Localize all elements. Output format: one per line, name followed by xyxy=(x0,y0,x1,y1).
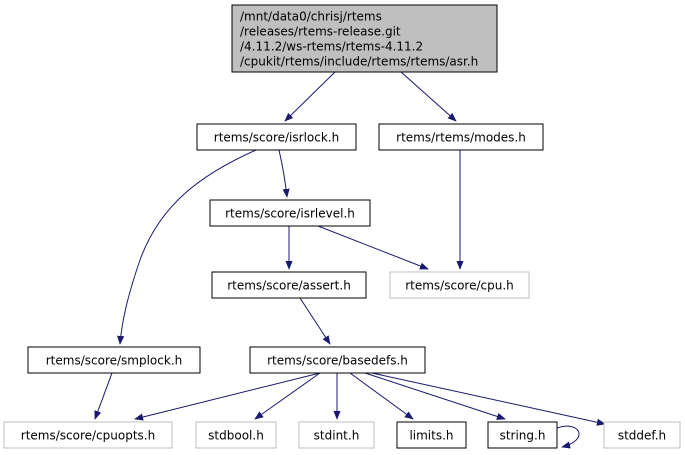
node-label-assert: rtems/score/assert.h xyxy=(227,279,351,293)
edge-asr-to-modes xyxy=(400,71,457,122)
edge-assert-to-basedefs xyxy=(299,297,331,345)
node-box-cpu xyxy=(389,271,530,299)
edge-isrlock-to-isrlevel xyxy=(278,149,290,198)
edges-layer xyxy=(94,71,606,449)
node-string[interactable]: string.h xyxy=(487,421,558,449)
edge-asr-to-isrlock xyxy=(284,71,336,122)
node-label-asr-line-1: /mnt/data0/chrisj/rtems xyxy=(240,10,382,24)
node-assert[interactable]: rtems/score/assert.h xyxy=(211,271,367,299)
edge-smplock-to-cpuopts xyxy=(94,372,113,420)
node-asr[interactable]: /mnt/data0/chrisj/rtems/releases/rtems-r… xyxy=(231,4,498,73)
node-smplock[interactable]: rtems/score/smplock.h xyxy=(27,346,201,374)
node-label-isrlock: rtems/score/isrlock.h xyxy=(214,131,339,145)
node-limits[interactable]: limits.h xyxy=(396,421,467,449)
node-box-isrlock xyxy=(196,123,357,151)
node-box-smplock xyxy=(27,346,201,374)
node-cpu: rtems/score/cpu.h xyxy=(389,271,530,299)
node-box-basedefs xyxy=(249,346,426,374)
node-label-basedefs: rtems/score/basedefs.h xyxy=(267,354,408,368)
edge-isrlock-to-smplock xyxy=(117,149,257,345)
node-cpuopts: rtems/score/cpuopts.h xyxy=(3,421,173,449)
node-box-stdbool xyxy=(195,421,277,449)
node-basedefs[interactable]: rtems/score/basedefs.h xyxy=(249,346,426,374)
node-label-asr-line-3: /4.11.2/ws-rtems/rtems-4.11.2 xyxy=(240,40,423,54)
edge-string-to-string xyxy=(556,425,580,449)
node-label-modes: rtems/rtems/modes.h xyxy=(396,131,526,145)
node-label-asr-line-4: /cpukit/rtems/include/rtems/rtems/asr.h xyxy=(240,55,478,69)
node-box-asr xyxy=(231,4,498,73)
node-label-string: string.h xyxy=(500,429,546,443)
edge-basedefs-to-string xyxy=(364,372,506,420)
node-box-limits xyxy=(396,421,467,449)
node-modes[interactable]: rtems/rtems/modes.h xyxy=(378,123,544,151)
node-label-stdbool: stdbool.h xyxy=(208,429,264,443)
node-label-asr-line-2: /releases/rtems-release.git xyxy=(240,25,401,39)
node-box-isrlevel xyxy=(209,199,371,227)
node-box-stddef xyxy=(603,421,681,449)
node-label-stddef: stddef.h xyxy=(618,429,666,443)
node-box-string xyxy=(487,421,558,449)
node-label-smplock: rtems/score/smplock.h xyxy=(46,354,183,368)
edge-isrlevel-to-cpu xyxy=(317,225,429,270)
node-label-limits: limits.h xyxy=(409,429,453,443)
node-box-modes xyxy=(378,123,544,151)
node-stdbool: stdbool.h xyxy=(195,421,277,449)
node-box-assert xyxy=(211,271,367,299)
edge-basedefs-to-cpuopts xyxy=(134,372,321,421)
node-label-cpu: rtems/score/cpu.h xyxy=(405,279,514,293)
node-label-cpuopts: rtems/score/cpuopts.h xyxy=(21,429,155,443)
node-stdint: stdint.h xyxy=(298,421,375,449)
node-label-stdint: stdint.h xyxy=(314,429,360,443)
edge-basedefs-to-stddef xyxy=(371,372,606,426)
edge-basedefs-to-limits xyxy=(349,372,414,420)
node-box-stdint xyxy=(298,421,375,449)
nodes-layer: /mnt/data0/chrisj/rtems/releases/rtems-r… xyxy=(3,4,681,449)
node-box-cpuopts xyxy=(3,421,173,449)
node-isrlock[interactable]: rtems/score/isrlock.h xyxy=(196,123,357,151)
node-label-isrlevel: rtems/score/isrlevel.h xyxy=(225,207,355,221)
edge-basedefs-to-stdbool xyxy=(254,372,321,420)
node-stddef: stddef.h xyxy=(603,421,681,449)
node-isrlevel[interactable]: rtems/score/isrlevel.h xyxy=(209,199,371,227)
